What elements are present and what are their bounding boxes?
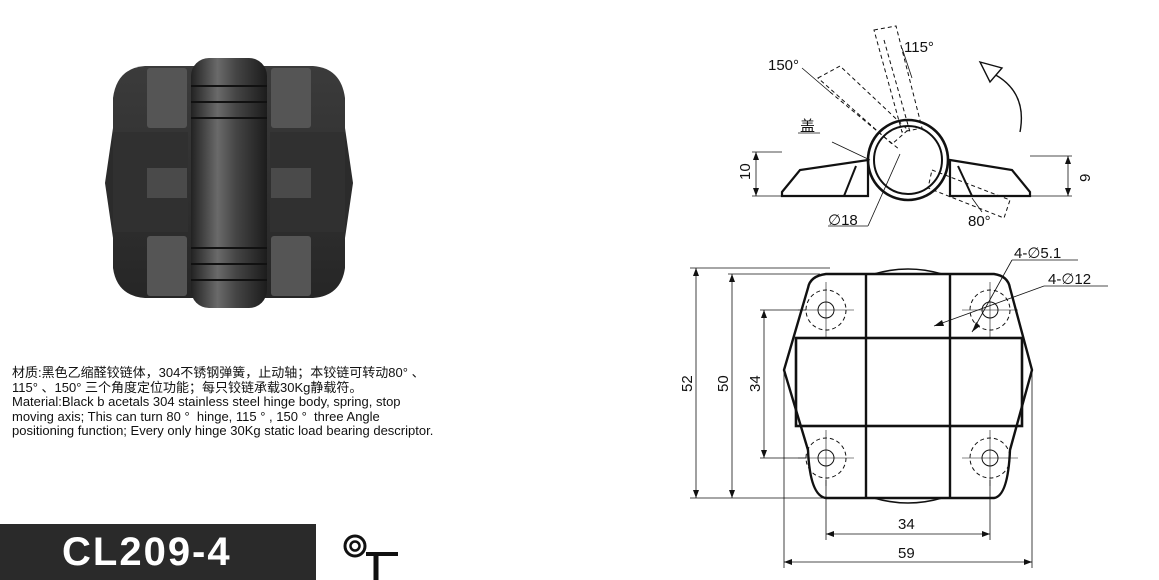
right-chamfer <box>345 128 353 238</box>
side-leaf-left <box>780 158 870 198</box>
hinge-barrel <box>191 58 267 308</box>
height-9-label: 9 <box>1077 174 1094 182</box>
top-view-center-band <box>794 336 1024 428</box>
dim-34-vertical-label: 34 <box>747 375 764 392</box>
side-barrel-inner <box>873 125 943 195</box>
dim-59-label: 59 <box>898 545 915 562</box>
height-10-label: 10 <box>737 163 754 180</box>
mounting-holes <box>798 282 1018 486</box>
top-view-outline <box>782 272 1034 500</box>
barrel-ridges <box>191 85 267 281</box>
projection-symbol-icon <box>343 534 398 580</box>
side-leaf-right <box>948 158 1032 198</box>
pad-top-right <box>271 68 311 128</box>
model-number: CL209-4 <box>62 530 232 574</box>
hole-large-label: 4-∅12 <box>1048 271 1091 288</box>
dim-50-label: 50 <box>715 375 732 392</box>
rotation-arrow-icon <box>989 71 1022 133</box>
pad-bottom-left <box>147 236 187 296</box>
hinge-photo <box>105 58 353 308</box>
pad-bottom-right <box>271 236 311 296</box>
angle-80-label: 80° <box>968 213 991 230</box>
diameter-18-label: ∅18 <box>828 212 858 229</box>
left-chamfer <box>105 128 113 238</box>
product-description: 材质:黑色乙缩醛铰链体，304不锈钢弹簧，止动轴；本铰链可转动80° 、115°… <box>12 365 442 439</box>
pad-mid-left <box>147 168 187 198</box>
model-band <box>0 524 316 580</box>
hole-small-label: 4-∅5.1 <box>1014 245 1061 262</box>
dim-34-horizontal-label: 34 <box>898 516 915 533</box>
cover-label: 盖 <box>800 118 815 135</box>
angle-115-label: 115° <box>904 39 934 56</box>
pad-top-left <box>147 68 187 128</box>
dim-52-label: 52 <box>679 375 696 392</box>
technical-drawing: 150° 115° 80° 盖 ∅18 10 9 4-∅5.1 4-∅12 52… <box>679 25 1108 568</box>
side-barrel-outer <box>866 118 950 202</box>
pad-mid-right <box>271 168 311 198</box>
description-english: Material:Black b acetals 304 stainless s… <box>12 394 434 438</box>
description-chinese: 材质:黑色乙缩醛铰链体，304不锈钢弹簧，止动轴；本铰链可转动80° 、115°… <box>12 365 425 395</box>
angle-150-label: 150° <box>768 57 799 74</box>
